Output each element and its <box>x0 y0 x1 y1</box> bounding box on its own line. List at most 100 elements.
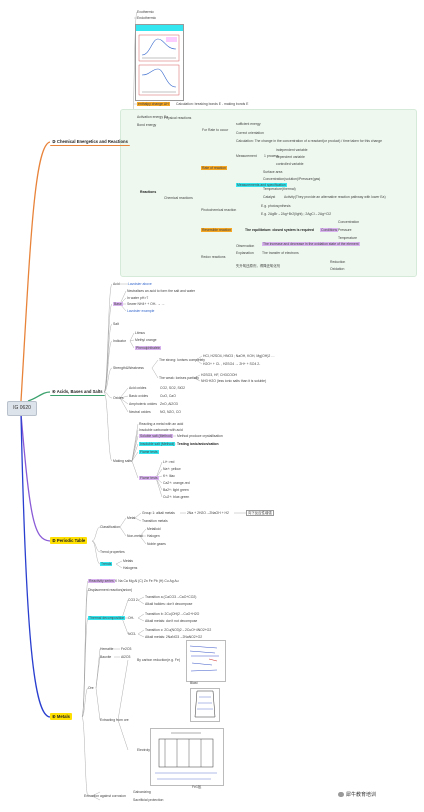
node-flame-tests[interactable]: Flame tests <box>139 476 159 480</box>
node-basic-oxides[interactable]: Basic oxides <box>129 394 149 398</box>
node-explanation-desc[interactable]: The transfer of electrons <box>262 251 299 255</box>
node-ion-li[interactable]: Li+: red <box>163 460 175 464</box>
node-reversible[interactable]: Reversible reaction <box>201 228 233 232</box>
node-displacement[interactable]: Displacement reaction(anion) <box>88 588 133 592</box>
node-methyl-orange[interactable]: Methyl orange <box>135 338 157 342</box>
branch-periodic[interactable]: ⑤ Periodic Table <box>50 537 88 544</box>
node-orientation[interactable]: Correct orientation <box>236 131 264 135</box>
node-no3-a[interactable]: Transition c: 2Cu(NO3)2→2CuO+4NO2+O2 <box>145 628 212 632</box>
node-photochemical[interactable]: Photochemical reaction <box>201 208 237 212</box>
node-salt[interactable]: Salt <box>113 322 119 326</box>
node-weak-e1[interactable]: H2SO3, HF, CH3COOH <box>201 373 237 377</box>
node-bauxite-formula[interactable]: Al2O3 <box>121 655 131 659</box>
node-metal[interactable]: Metal <box>127 516 136 520</box>
node-trend-properties[interactable]: Trend properties <box>100 550 125 554</box>
node-dependent-variable[interactable]: dependent variable <box>276 155 305 159</box>
node-oxides[interactable]: Oxides <box>113 396 124 400</box>
branch-energetics[interactable]: ③ Chemical Energetics and Reactions <box>50 139 130 146</box>
node-making-1[interactable]: Reacting a metal with an acid <box>139 422 184 426</box>
node-amphoteric-oxides[interactable]: Amphoteric oxides <box>129 402 157 406</box>
node-extracting[interactable]: Extracting from ore <box>100 718 129 722</box>
node-oxidation[interactable]: Oxidation <box>330 267 345 271</box>
node-endothermic[interactable]: Endothermic <box>137 16 157 20</box>
node-neutral-oxides[interactable]: Neutral oxides <box>129 410 151 414</box>
node-making-3-desc[interactable]: Method produce crystallisation <box>177 434 223 438</box>
node-hematite[interactable]: Hematite <box>100 647 114 651</box>
node-ion-ba[interactable]: Ba2+: light green <box>163 488 189 492</box>
node-noble-gases[interactable]: Noble gases <box>147 542 166 546</box>
node-measurement[interactable]: Measurement <box>236 154 257 158</box>
node-mnemonic[interactable]: 失升氧还原剂，得降还氧化剂 <box>236 264 281 268</box>
node-nonmetal[interactable]: Non-metal <box>127 534 143 538</box>
node-oh[interactable]: OH- <box>128 616 135 620</box>
node-enthalpy-change[interactable]: enthalpy change ΔH <box>137 102 170 106</box>
node-halogen[interactable]: Halogen <box>147 534 160 538</box>
node-no3-b[interactable]: Alkali metals: 2NaNO3→2NaNO2+O2 <box>145 635 203 639</box>
node-chemical-reactions[interactable]: Chemical reactions <box>164 196 193 200</box>
node-neutral-oxides-e[interactable]: NO, N2O, CO <box>160 410 181 414</box>
node-galvanizing[interactable]: Galvanizing <box>133 790 151 794</box>
node-ion-cu[interactable]: Cu2+: blue-green <box>163 495 190 499</box>
node-observation-desc[interactable]: The increase and decrease in the oxidati… <box>262 242 360 246</box>
node-reactivity-desc[interactable]: K Na Ca Mg Al (C) Zn Fe Pb (H) Cu Ag Au <box>115 579 179 583</box>
node-enthalpy-calc[interactable]: Calculation: breaking bonds E - making b… <box>176 102 249 106</box>
node-trends[interactable]: Trends <box>100 562 113 566</box>
node-equilibrium[interactable]: The equilibrium: closed system is requir… <box>245 228 314 232</box>
node-independent-variable[interactable]: independent variable <box>276 148 308 152</box>
node-reactions[interactable]: Reactions <box>140 190 157 194</box>
branch-acids[interactable]: ④ Acids, Bases and Salts <box>50 389 105 396</box>
node-catalyst[interactable]: Catalyst <box>263 195 276 199</box>
node-trend-metals[interactable]: Metals <box>123 559 133 563</box>
node-group1-eq[interactable]: 2Na + 2H2O→2NaOH + H2 <box>187 511 229 515</box>
node-transition-metals[interactable]: Transition metals <box>142 519 168 523</box>
node-explanation[interactable]: Explanation <box>236 251 254 255</box>
root-node[interactable]: IG 0620 <box>7 401 37 416</box>
node-phenolphthalein[interactable]: Phenolphthalein <box>135 346 162 350</box>
node-temperature[interactable]: Temperature(thermal) <box>263 187 296 191</box>
node-making-4[interactable]: Insoluble salt (Method) <box>139 442 176 446</box>
node-co3-b[interactable]: Alkali halides: don't decompose <box>145 602 193 606</box>
node-no3[interactable]: NO3- <box>128 632 137 636</box>
node-metalloid[interactable]: Metalloid <box>147 527 161 531</box>
node-ion-k[interactable]: K+: lilac <box>163 474 175 478</box>
node-reactivity-series[interactable]: Reactivity series <box>88 579 115 583</box>
node-co3[interactable]: CO3 2- <box>128 598 139 602</box>
node-carbon-reduction[interactable]: By carbon reduction(e.g. Fe) <box>137 658 180 662</box>
node-catalyst-desc[interactable]: Activity(They provide an alternative rea… <box>284 195 386 199</box>
node-sufficient-energy[interactable]: sufficient energy <box>236 122 261 126</box>
node-rate-calculation[interactable]: Calculation: The change in the concentra… <box>236 139 383 143</box>
node-litmus[interactable]: Litmus <box>135 331 145 335</box>
node-ore[interactable]: Ore <box>88 686 94 690</box>
node-thermal-decomposition[interactable]: Thermal decomposition <box>88 616 126 620</box>
node-strong-e2[interactable]: H2O+ + Cl- , H2SO4 → 2H+ + SO4 2- <box>203 362 261 366</box>
node-cond-pressure[interactable]: Pressure <box>338 228 352 232</box>
node-hematite-formula[interactable]: Fe2O3 <box>121 647 132 651</box>
node-amphoteric-oxides-e[interactable]: ZnO, Al2O3 <box>160 402 178 406</box>
node-base-2[interactable]: In water pH>7 <box>127 296 149 300</box>
node-surface-area[interactable]: Surface area <box>263 170 283 174</box>
node-acid-oxides-e[interactable]: CO2, SO2, SiO2 <box>160 386 186 390</box>
node-making-5[interactable]: Flame tests <box>139 450 159 454</box>
node-trend-halogens[interactable]: Halogens <box>123 566 138 570</box>
node-weak-e2[interactable]: NH3·H2O (less ionic salts than it is sol… <box>201 379 267 383</box>
node-bond-energy[interactable]: Bond energy <box>137 123 157 127</box>
node-cond-temperature[interactable]: Temperature <box>338 236 358 240</box>
node-weak[interactable]: The weak: Ionises partially <box>159 376 199 380</box>
node-ion-na[interactable]: Na+: yellow <box>163 467 181 471</box>
node-co3-a[interactable]: Transition a (CaCO3→CaO+CO2) <box>145 595 197 599</box>
node-observation[interactable]: Observation <box>236 244 255 248</box>
node-sacrificial[interactable]: Sacrificial protection <box>133 798 164 802</box>
node-acid-desc[interactable]: Lavoisier above <box>128 282 152 286</box>
node-concentration[interactable]: Concentration(solution)/Pressure(gas) <box>263 177 321 181</box>
node-process[interactable]: 1 process <box>264 154 279 158</box>
node-indicator[interactable]: Indicator <box>113 339 127 343</box>
node-cond-concentration[interactable]: Concentration <box>338 220 360 224</box>
node-base-3[interactable]: Sewer NH4+ + OH- → ... <box>127 302 165 306</box>
node-physical-reactions[interactable]: Physical reactions <box>164 116 192 120</box>
node-making-salts[interactable]: Making salts <box>113 459 132 463</box>
node-activation-energy[interactable]: Activation energy Ea <box>137 115 169 119</box>
node-group1[interactable]: Group 1: alkali metals <box>142 511 175 515</box>
node-photo-e2[interactable]: E.g. 2AgBr→2Ag+Br2(light) ; 2AgCl→2Ag+Cl… <box>261 212 332 216</box>
node-oh-a[interactable]: Transition b: 2Cu(OH)2→CuO+H2O <box>145 612 200 616</box>
node-acid-oxides[interactable]: Acid oxides <box>129 386 147 390</box>
